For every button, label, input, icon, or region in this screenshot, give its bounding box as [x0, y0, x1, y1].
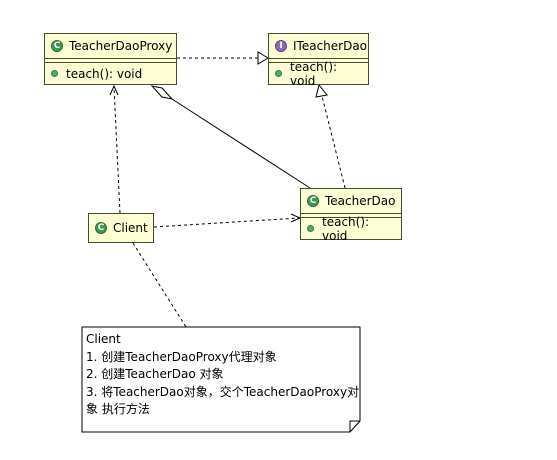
- aggregation-line: [171, 98, 311, 189]
- method-signature: teach(): void: [66, 66, 143, 81]
- note-box: [81, 326, 361, 433]
- class-header: C Client: [89, 214, 153, 242]
- note-text: Client 1. 创建TeacherDaoProxy代理对象 2. 创建Tea…: [86, 331, 360, 419]
- interface-iteacherdao[interactable]: I ITeacherDao teach(): void: [268, 33, 369, 88]
- method-signature: teach(): void: [322, 214, 370, 243]
- class-icon: C: [95, 222, 107, 234]
- proxy-realization-arrowhead: [257, 51, 269, 65]
- public-method-icon: [307, 225, 314, 232]
- note-anchor-line: [132, 242, 187, 328]
- public-method-icon: [275, 70, 282, 77]
- note-line: Client: [86, 332, 121, 346]
- note-line: 象 执行方法: [86, 402, 150, 416]
- class-icon: C: [51, 40, 63, 52]
- class-header: C TeacherDaoProxy: [45, 34, 176, 58]
- class-name: ITeacherDao: [293, 39, 368, 53]
- class-name: TeacherDao: [325, 194, 396, 208]
- class-separator: [301, 213, 401, 218]
- note-line: 1. 创建TeacherDaoProxy代理对象: [86, 349, 277, 364]
- class-separator: [269, 58, 368, 63]
- class-methods: teach(): void: [45, 63, 176, 84]
- method-signature: teach(): void: [290, 59, 338, 88]
- note-line: 2. 创建TeacherDao 对象: [86, 367, 224, 381]
- impl-realization-line: [321, 95, 346, 189]
- class-header: C TeacherDao: [301, 189, 401, 213]
- note-fold: [349, 420, 360, 432]
- public-method-icon: [51, 70, 58, 77]
- class-methods: teach(): void: [301, 215, 401, 243]
- class-methods: teach(): void: [269, 60, 368, 88]
- class-separator: [45, 58, 176, 63]
- client-impl-dependency-line: [153, 217, 300, 228]
- interface-icon: I: [275, 40, 287, 52]
- aggregation-diamond: [150, 85, 174, 100]
- client-proxy-dependency-line: [113, 86, 121, 214]
- class-client[interactable]: C Client: [88, 213, 154, 243]
- note-line: 3. 将TeacherDao对象，交个TeacherDaoProxy对: [86, 384, 360, 399]
- client-proxy-arrowhead: [109, 84, 119, 96]
- impl-realization-arrowhead: [315, 83, 328, 98]
- class-name: Client: [113, 221, 148, 235]
- class-header: I ITeacherDao: [269, 34, 368, 58]
- class-teacherdaoproxy[interactable]: C TeacherDaoProxy teach(): void: [44, 33, 177, 85]
- class-name: TeacherDaoProxy: [69, 39, 173, 53]
- class-teacherdao[interactable]: C TeacherDao teach(): void: [300, 188, 402, 243]
- class-icon: C: [307, 195, 319, 207]
- client-note[interactable]: Client 1. 创建TeacherDaoProxy代理对象 2. 创建Tea…: [82, 327, 360, 432]
